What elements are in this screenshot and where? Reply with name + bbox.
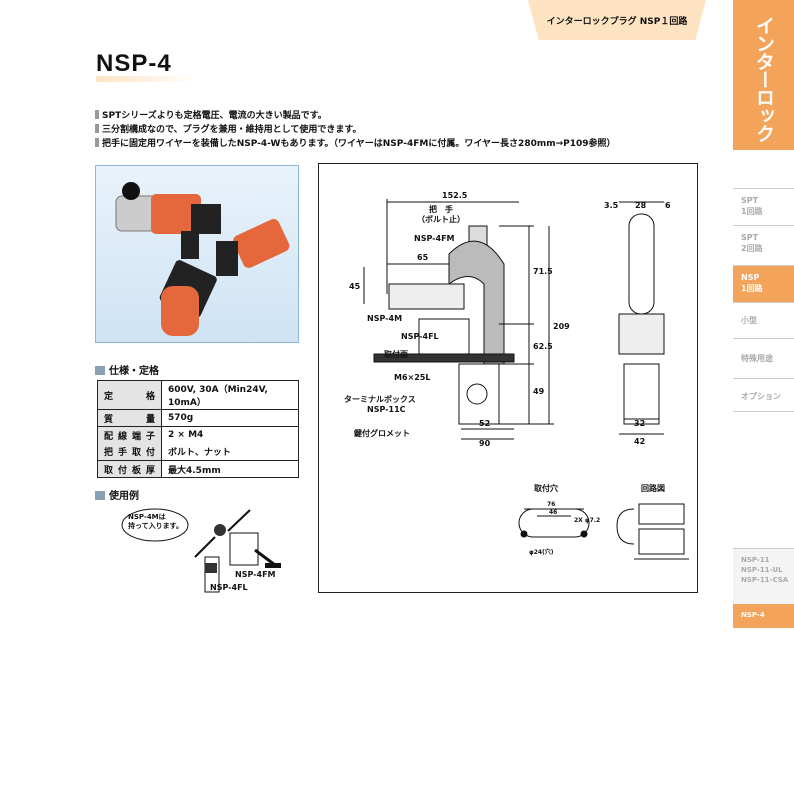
svg-text:2X φ7.2: 2X φ7.2 [574,517,600,524]
label-fm: NSP-4FM [235,570,276,579]
svg-text:（ボルト止）: （ボルト止） [417,214,465,224]
subnav-item[interactable]: NSP-11 [741,556,770,564]
section-header: インターロックプラグ NSP１回路 [528,0,706,40]
usage-heading: 使用例 [95,487,139,502]
nav-item-special[interactable]: 特殊用途 [733,338,794,378]
subnav-group[interactable]: NSP-11 NSP-11-UL NSP-11-CSA [733,548,794,604]
svg-text:32: 32 [634,419,645,428]
title-underline [96,76,196,82]
dimension-drawing: 152.5 65 45 71.5 62.5 209 49 52 90 3.5 2… [318,163,698,593]
svg-text:取付穴: 取付穴 [534,483,558,493]
speech-bubble-text: NSP-4Mは 持って入ります。 [128,513,183,530]
feature-item: 把手に固定用ワイヤーを装備したNSP-4-Wもあります。（ワイヤーはNSP-4F… [95,137,616,151]
svg-text:ターミナルボックス: ターミナルボックス [344,394,416,404]
subnav-item[interactable]: NSP-11-UL [741,566,783,574]
svg-text:62.5: 62.5 [533,342,553,351]
svg-text:46: 46 [549,509,557,516]
category-tab[interactable]: インターロックプラグ [692,0,794,150]
usage-illustration: NSP-4Mは 持って入ります。 NSP-4FM NSP-4FL [120,505,310,605]
svg-text:71.5: 71.5 [533,267,553,276]
svg-text:49: 49 [533,387,545,396]
svg-text:28: 28 [635,201,647,210]
nav-item-option[interactable]: オプション [733,378,794,412]
feature-item: SPTシリーズよりも定格電圧、電流の大きい製品です。 [95,109,616,123]
nav-item-small[interactable]: 小型 [733,302,794,338]
svg-text:回路図: 回路図 [641,483,665,493]
svg-text:NSP-11C: NSP-11C [367,405,406,414]
svg-text:鍵付グロメット: 鍵付グロメット [354,428,410,438]
svg-text:152.5: 152.5 [442,191,468,200]
svg-text:取付面: 取付面 [384,349,408,359]
svg-text:52: 52 [479,419,490,428]
svg-text:209: 209 [553,322,570,331]
page-title: NSP-4 [96,50,172,77]
feature-list: SPTシリーズよりも定格電圧、電流の大きい製品です。 三分割構成なので、プラグを… [95,109,616,151]
label-fl: NSP-4FL [210,583,248,592]
svg-text:6: 6 [665,201,671,210]
svg-text:NSP-4M: NSP-4M [367,314,402,323]
product-photo [95,165,299,343]
svg-text:65: 65 [417,253,429,262]
svg-text:φ24(穴): φ24(穴) [529,548,554,556]
spec-heading: 仕様・定格 [95,362,159,377]
svg-text:42: 42 [634,437,645,446]
feature-item: 三分割構成なので、プラグを兼用・維持用として使用できます。 [95,123,616,137]
svg-text:76: 76 [547,501,555,508]
svg-text:M6×25L: M6×25L [394,373,430,382]
subnav-item-active[interactable]: NSP-4 [733,604,794,628]
table-row: 取付板厚最大4.5mm [97,460,299,478]
svg-text:把 手: 把 手 [429,204,453,214]
table-row: 把手取付ボルト、ナット [97,443,299,461]
svg-text:90: 90 [479,439,491,448]
subnav-item[interactable]: NSP-11-CSA [741,576,789,584]
svg-text:3.5: 3.5 [604,201,619,210]
svg-text:NSP-4FM: NSP-4FM [414,234,455,243]
svg-text:NSP-4FL: NSP-4FL [401,332,439,341]
svg-text:45: 45 [349,282,361,291]
